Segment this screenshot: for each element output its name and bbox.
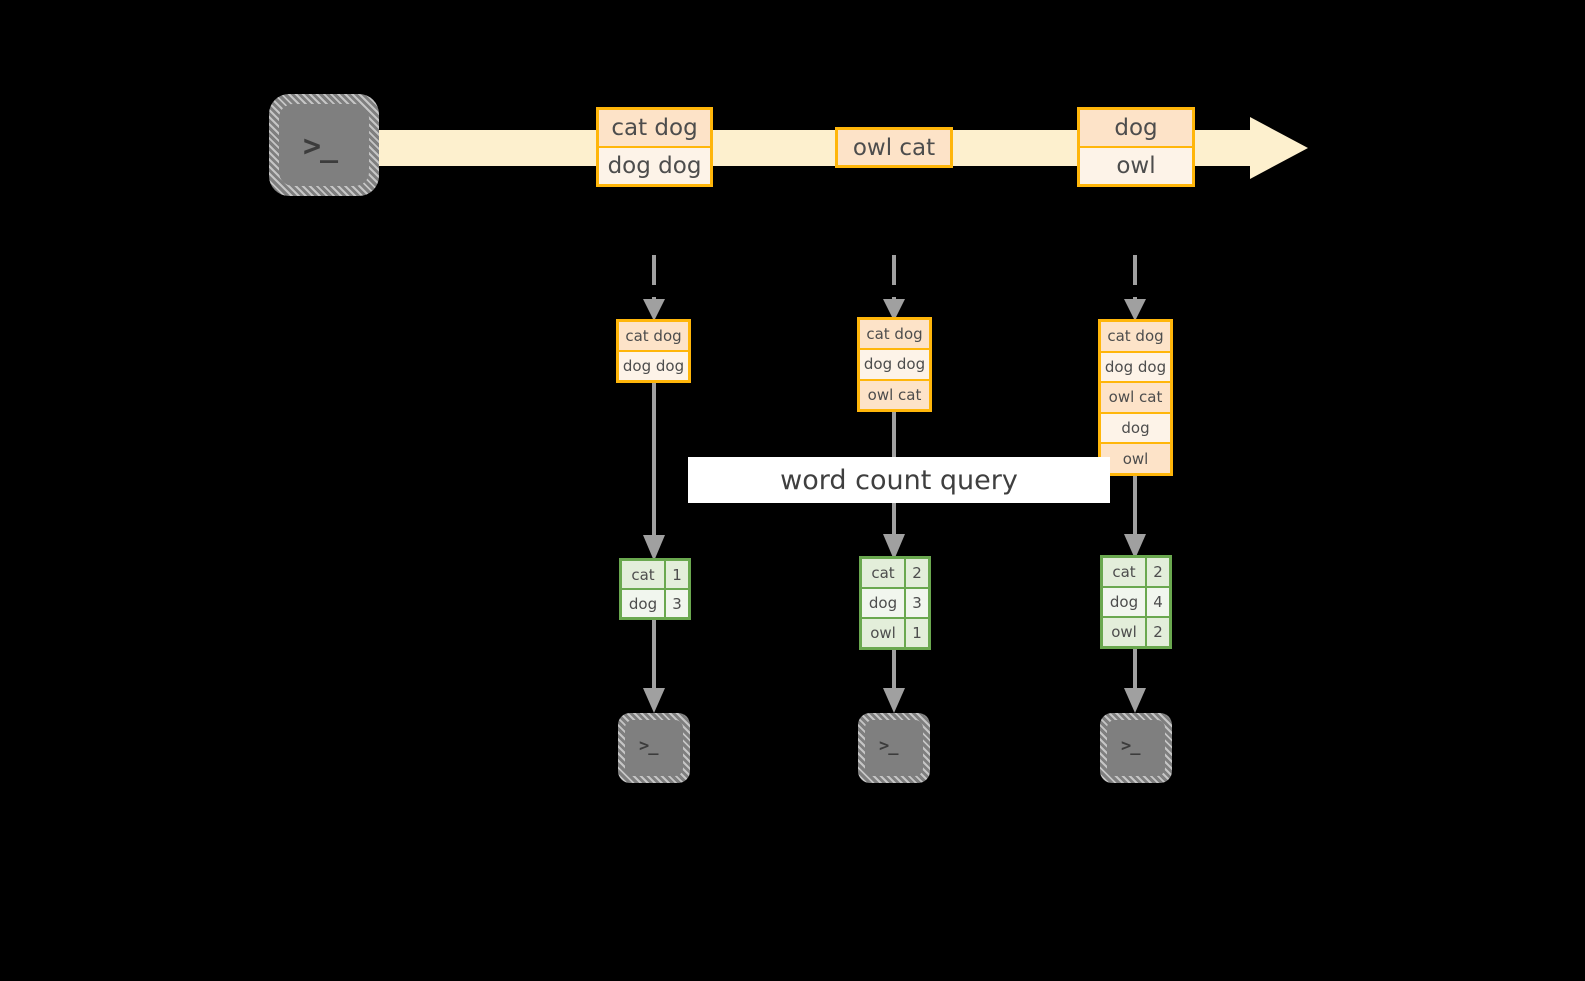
snapshot-table-3: cat dog dog dog owl cat dog owl	[1098, 319, 1173, 476]
query-connector-3	[1120, 476, 1150, 561]
result-table-2: cat 2 dog 3 owl 1	[859, 556, 931, 650]
terminal-screen: >_	[625, 720, 683, 776]
query-connector-1	[639, 383, 669, 563]
result-row: dog 3	[862, 589, 928, 619]
result-word: owl	[862, 619, 906, 647]
trigger-connector-dashed-1	[639, 255, 669, 323]
result-word: cat	[862, 559, 906, 587]
snapshot-row: cat dog	[619, 322, 688, 352]
query-label: word count query	[688, 457, 1110, 503]
result-count: 3	[912, 594, 922, 612]
terminal-prompt-glyph: >_	[1121, 736, 1141, 756]
result-count: 1	[672, 565, 682, 584]
result-row: owl 1	[862, 619, 928, 647]
terminal-screen: >_	[865, 720, 923, 776]
snapshot-row: cat dog	[1101, 322, 1170, 353]
stream-batch-2: owl cat	[835, 127, 953, 168]
stream-row: dog	[1080, 110, 1192, 148]
result-row: cat 1	[622, 561, 688, 590]
terminal-screen: >_	[279, 104, 369, 186]
trigger-connector-dashed-2	[879, 255, 909, 323]
snapshot-row: owl cat	[860, 380, 929, 409]
snapshot-row: owl	[1101, 444, 1170, 473]
stream-batch-1: cat dog dog dog	[596, 107, 713, 187]
sink-terminal-icon-2: >_	[858, 713, 930, 783]
query-label-text: word count query	[780, 464, 1018, 496]
result-count: 4	[1153, 593, 1163, 611]
result-count: 2	[1153, 623, 1163, 641]
sink-connector-1	[639, 620, 669, 715]
sink-terminal-icon-1: >_	[618, 713, 690, 783]
terminal-screen: >_	[1107, 720, 1165, 776]
result-word: owl	[1103, 618, 1147, 646]
result-word: dog	[862, 589, 906, 617]
snapshot-row: dog dog	[860, 350, 929, 381]
result-table-1: cat 1 dog 3	[619, 558, 691, 620]
result-word: cat	[622, 561, 666, 588]
result-row: owl 2	[1103, 618, 1169, 646]
source-terminal-icon: >_	[269, 94, 379, 196]
trigger-connector-dashed-3	[1120, 255, 1150, 323]
result-row: dog 4	[1103, 588, 1169, 618]
sink-terminal-icon-3: >_	[1100, 713, 1172, 783]
sink-connector-3	[1120, 649, 1150, 715]
result-table-3: cat 2 dog 4 owl 2	[1100, 555, 1172, 649]
snapshot-row: dog dog	[1101, 352, 1170, 384]
snapshot-row: dog	[1101, 413, 1170, 445]
result-count: 3	[672, 594, 682, 613]
terminal-prompt-glyph: >_	[303, 129, 338, 164]
snapshot-row: owl cat	[1101, 383, 1170, 414]
result-word: cat	[1103, 558, 1147, 586]
result-count: 2	[912, 564, 922, 582]
result-count: 2	[1153, 563, 1163, 581]
terminal-prompt-glyph: >_	[639, 736, 659, 756]
snapshot-row: dog dog	[619, 352, 688, 380]
snapshot-table-2: cat dog dog dog owl cat	[857, 317, 932, 412]
stream-row: owl	[1080, 148, 1192, 184]
result-word: dog	[622, 590, 666, 617]
snapshot-table-1: cat dog dog dog	[616, 319, 691, 383]
result-word: dog	[1103, 588, 1147, 616]
result-count: 1	[912, 624, 922, 642]
stream-row: owl cat	[838, 130, 950, 165]
snapshot-row: cat dog	[860, 320, 929, 351]
result-row: cat 2	[862, 559, 928, 589]
terminal-prompt-glyph: >_	[879, 736, 899, 756]
sink-connector-2	[879, 650, 909, 715]
stream-batch-3: dog owl	[1077, 107, 1195, 187]
result-row: cat 2	[1103, 558, 1169, 588]
result-row: dog 3	[622, 590, 688, 617]
stream-row: cat dog	[599, 110, 710, 148]
stream-row: dog dog	[599, 148, 710, 184]
